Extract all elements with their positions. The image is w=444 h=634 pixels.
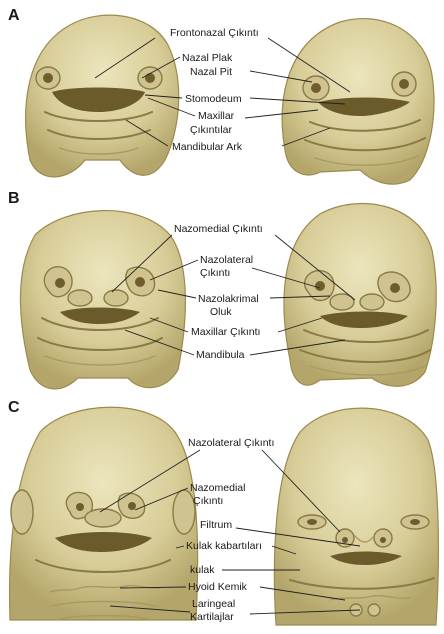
label-nazolateral-2: Çıkıntı (200, 267, 230, 279)
label-nazomedial-c-1: Nazomedial (190, 482, 245, 494)
panel-b-left-embryo (20, 211, 185, 389)
label-nazal-plak: Nazal Plak (182, 52, 233, 64)
label-nazomedial: Nazomedial Çıkıntı (174, 223, 263, 235)
panel-a: A Frontonazal Çıkıntı Nazal (8, 7, 434, 184)
panel-b: B Nazomedial Ç (8, 190, 436, 389)
panel-c-left-embryo (10, 407, 198, 620)
panel-c-letter: C (8, 399, 20, 416)
panel-c-right-embryo (274, 408, 438, 625)
label-frontonazal: Frontonazal Çıkıntı (170, 27, 259, 39)
label-mandibular: Mandibular Ark (172, 141, 243, 153)
label-laringeal-1: Laringeal (192, 598, 235, 610)
label-filtrum: Filtrum (200, 519, 232, 531)
label-nazolateral-c: Nazolateral Çıkıntı (188, 437, 274, 449)
label-maxillar-1: Maxillar (198, 110, 235, 122)
left-eye-bulge (11, 490, 33, 534)
label-maxillar-b: Maxillar Çıkıntı (191, 326, 260, 338)
label-nazolakrimal-2: Oluk (210, 306, 232, 318)
panel-b-right-embryo (284, 204, 436, 387)
label-stomodeum: Stomodeum (185, 93, 242, 105)
label-mandibula: Mandibula (196, 349, 245, 361)
label-nazolateral-1: Nazolateral (200, 254, 253, 266)
panel-b-letter: B (8, 190, 20, 207)
label-kulak-kabarti: Kulak kabartıları (186, 540, 262, 552)
label-laringeal-2: Kartilajlar (190, 611, 234, 623)
label-maxillar-2: Çıkıntılar (190, 124, 233, 136)
label-nazolakrimal-1: Nazolakrimal (198, 293, 259, 305)
label-nazomedial-c-2: Çıkıntı (193, 495, 223, 507)
label-hyoid: Hyoid Kemik (188, 581, 248, 593)
panel-c: C (8, 399, 438, 625)
label-nazal-pit: Nazal Pit (190, 66, 232, 78)
panel-a-letter: A (8, 7, 20, 24)
label-kulak: kulak (190, 564, 215, 576)
